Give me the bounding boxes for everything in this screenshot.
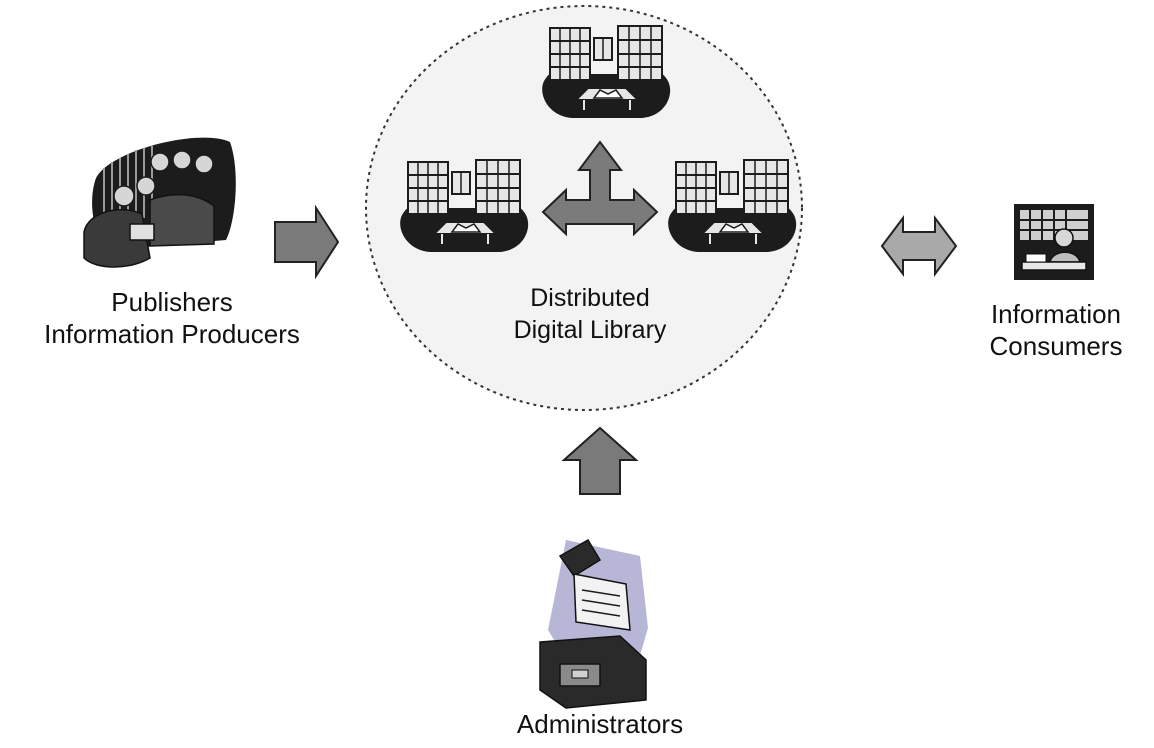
administrators-label-text: Administrators — [516, 709, 684, 739]
center-label-line2: Digital Library — [513, 316, 667, 344]
center-label: Distributed Digital Library — [470, 282, 710, 346]
three-way-arrow-icon — [541, 140, 659, 237]
publishers-crowd-icon — [83, 137, 236, 268]
consumers-label: Information Consumers — [968, 298, 1144, 362]
publishers-label-line2: Information Producers — [44, 319, 300, 349]
center-label-line1: Distributed — [530, 284, 650, 312]
right-arrow-icon — [274, 204, 340, 280]
administrators-label: Administrators — [460, 708, 740, 740]
reader-at-desk-icon — [1014, 204, 1094, 280]
bidirectional-arrow-icon — [880, 215, 958, 277]
up-arrow-icon — [561, 426, 639, 495]
publishers-label: Publishers Information Producers — [4, 286, 340, 350]
publishers-label-line1: Publishers — [111, 287, 233, 317]
consumers-label-line2: Consumers — [989, 331, 1123, 361]
consumers-label-line1: Information — [990, 299, 1122, 329]
card-catalog-icon — [539, 538, 648, 709]
